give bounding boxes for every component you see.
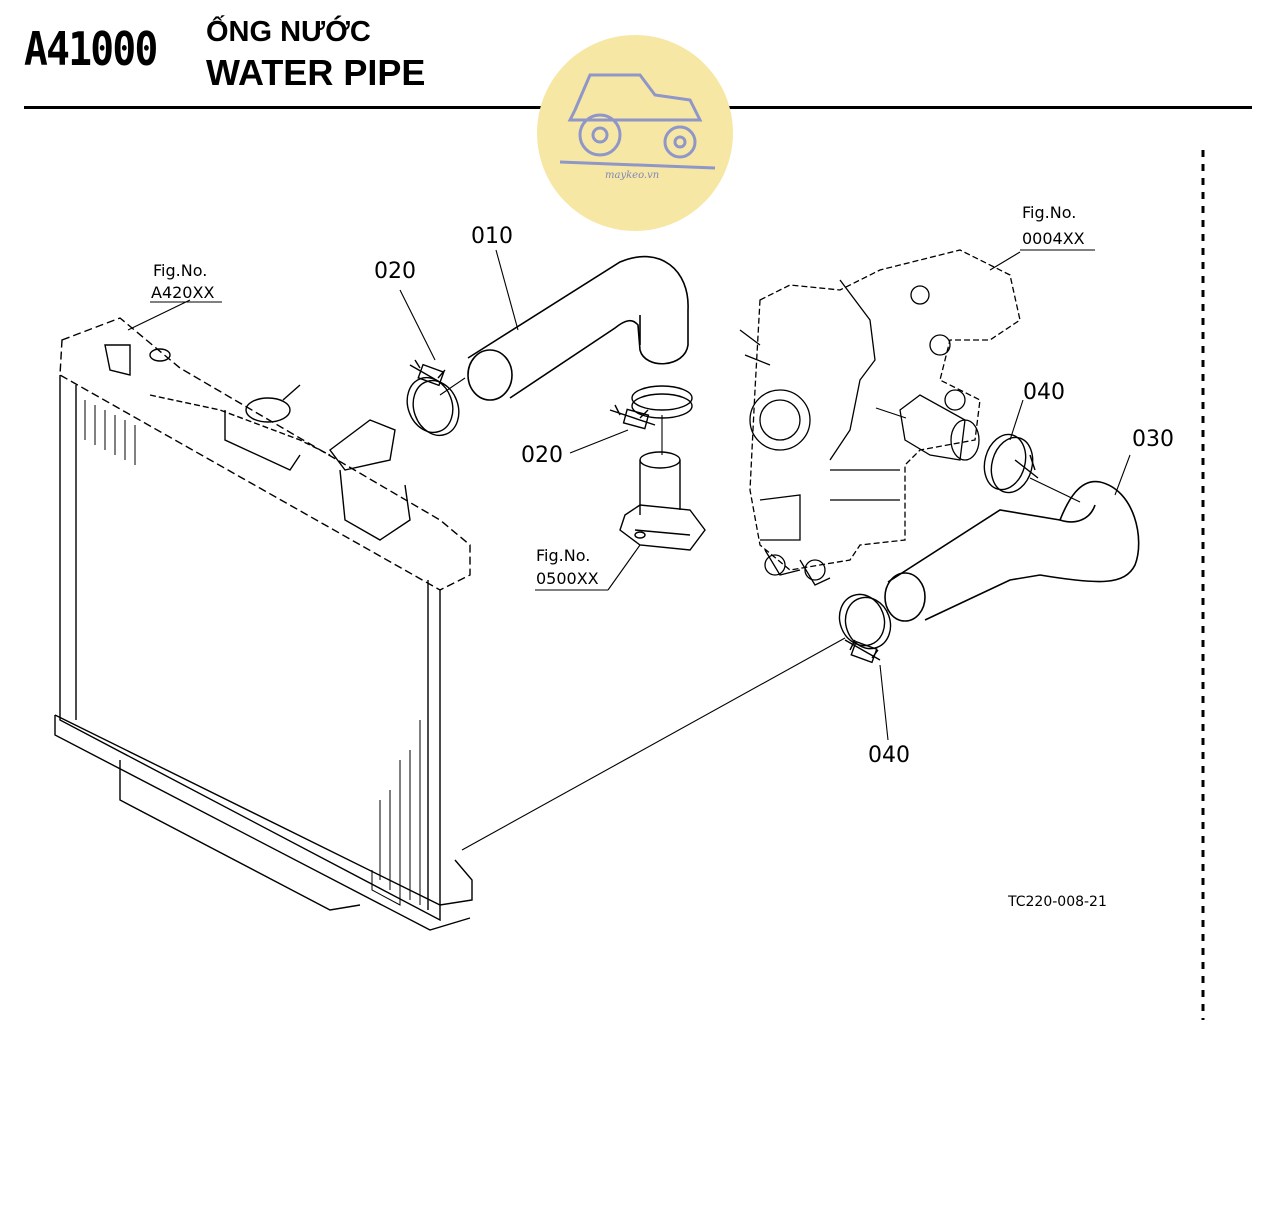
page-code: A41000 <box>24 22 158 76</box>
lower-water-hose-030 <box>884 480 1140 622</box>
callout-040-top: 040 <box>1023 380 1065 405</box>
tractor-icon <box>559 73 716 170</box>
drawing-id: TC220-008-21 <box>1007 894 1107 910</box>
hose-clamp-040-upper <box>983 433 1039 494</box>
callout-010: 010 <box>471 224 513 249</box>
callout-030: 030 <box>1132 427 1174 452</box>
callout-040-bottom: 040 <box>868 743 910 768</box>
callout-020-top: 020 <box>374 259 416 284</box>
hose-clamp-020-middle <box>609 385 693 430</box>
fig-ref-thermostat-code: 0500XX <box>536 569 599 588</box>
fig-ref-radiator-code: A420XX <box>151 283 214 302</box>
hose-clamp-020-upper <box>406 359 460 437</box>
fig-ref-engine-label: Fig.No. <box>1022 203 1076 222</box>
upper-water-hose-010 <box>467 255 689 401</box>
watermark: maykeo.vn <box>537 35 733 231</box>
fig-ref-engine-code: 0004XX <box>1022 229 1085 248</box>
watermark-text: maykeo.vn <box>605 170 659 181</box>
title-english: WATER PIPE <box>206 52 426 93</box>
thermostat-cover <box>619 451 706 551</box>
fig-ref-thermostat-label: Fig.No. <box>536 546 590 565</box>
radiator <box>54 317 473 931</box>
title-vietnamese: ỐNG NƯỚC <box>206 16 371 48</box>
watermark-circle <box>537 35 733 231</box>
engine-block <box>739 249 1021 586</box>
callout-020-middle: 020 <box>521 443 563 468</box>
leader-lines <box>127 249 1131 851</box>
fig-ref-radiator-label: Fig.No. <box>153 261 207 280</box>
hose-clamp-040-lower <box>838 593 892 664</box>
